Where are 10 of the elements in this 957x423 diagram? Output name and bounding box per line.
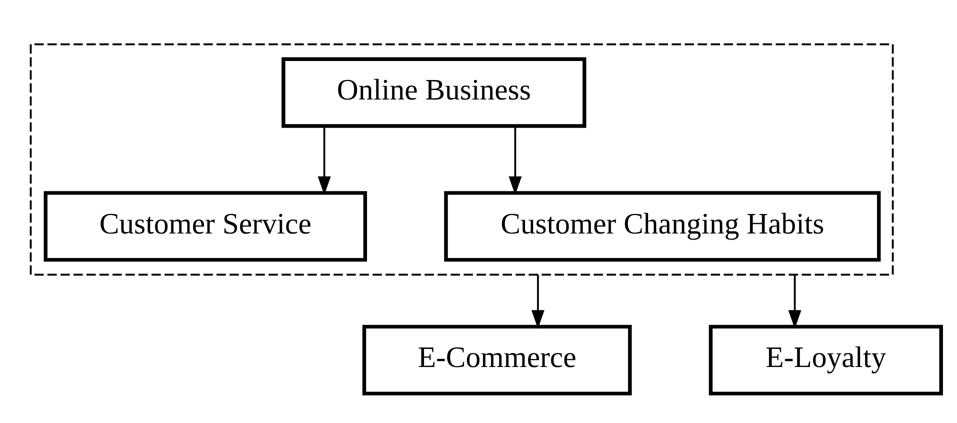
node-box: Customer Service [44,191,368,262]
arrow [508,126,522,195]
arrow [318,126,331,195]
node-box: Online Business [282,57,586,128]
node-box: Customer Changing Habits [444,191,881,262]
node-box: E-Loyalty [708,324,943,396]
node-box: E-Commerce [362,324,632,396]
arrow [531,274,544,329]
arrow [788,274,802,329]
cluster [30,43,894,276]
